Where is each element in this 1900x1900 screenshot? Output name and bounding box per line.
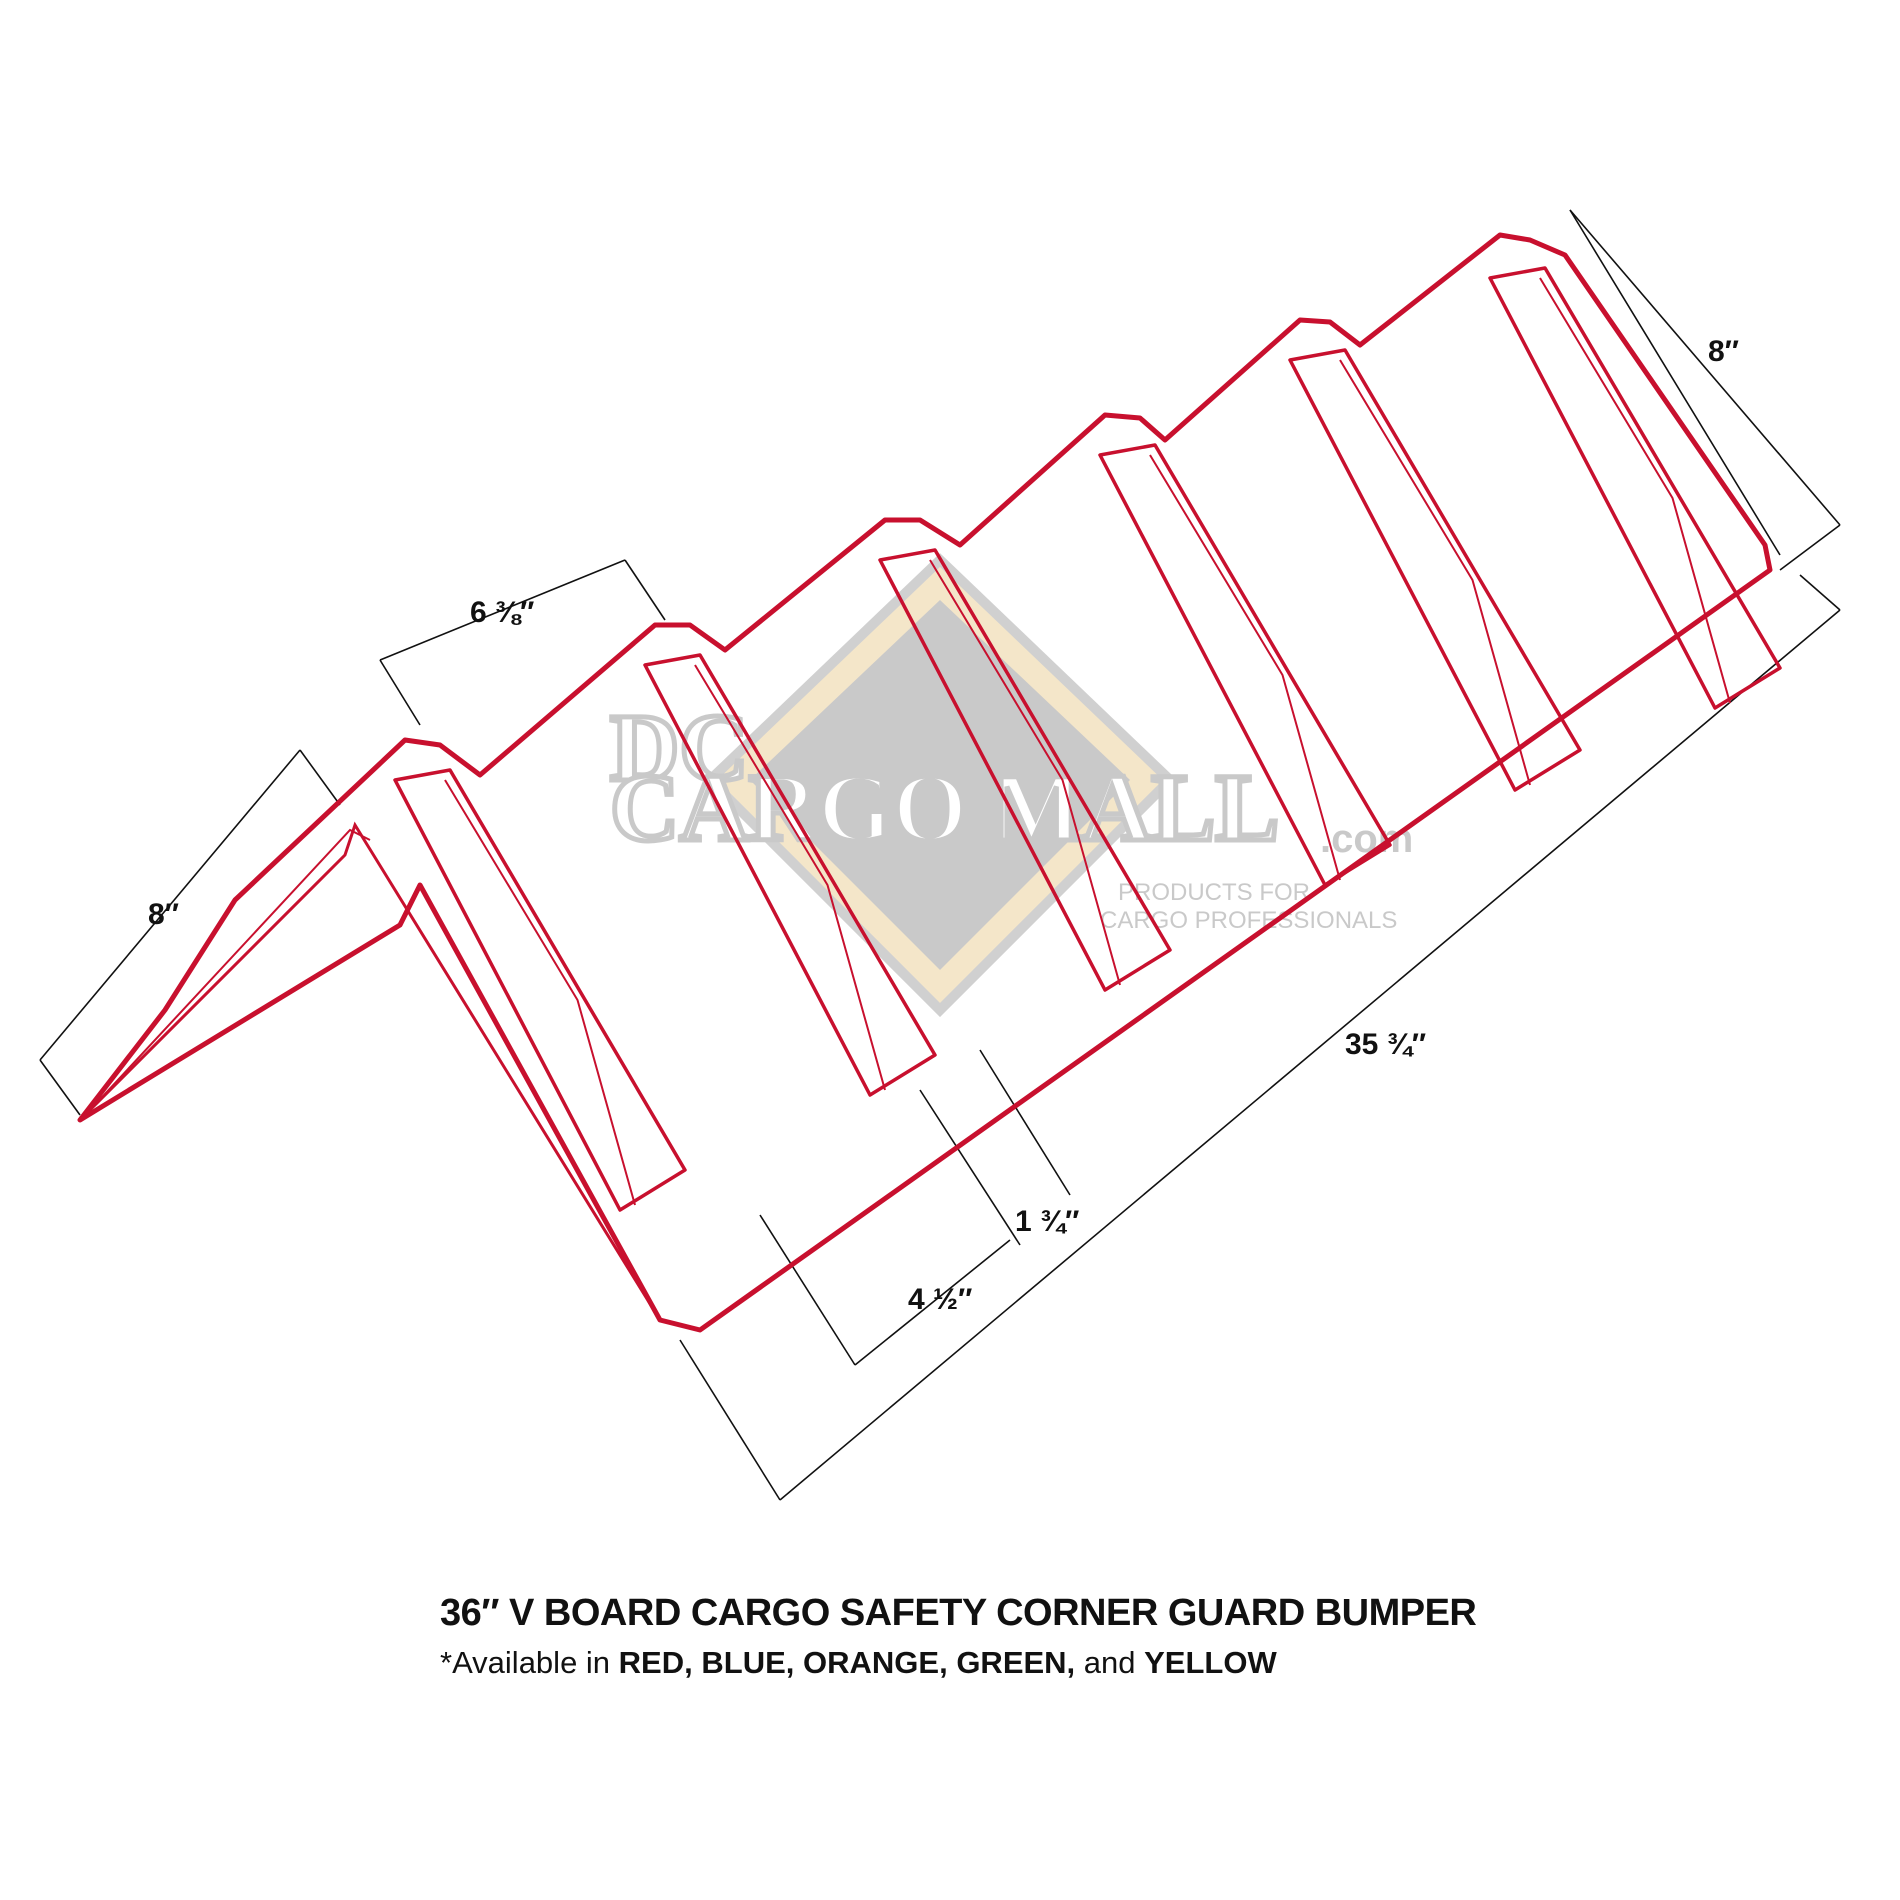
dimension-line [379, 659, 421, 726]
dim-fin-spacing: 6 ⅜″ [470, 596, 535, 629]
dim-fin-depth: 4 ½″ [908, 1283, 973, 1316]
dim-length: 35 ¾″ [1345, 1028, 1427, 1061]
dimension-line [679, 1339, 781, 1501]
dimension-line [854, 1239, 1011, 1366]
watermark-brand-dc: DC [610, 694, 749, 801]
dimension-line [779, 609, 1841, 1501]
dim-left-height: 8″ [148, 898, 180, 931]
color-orange: ORANGE, [803, 1645, 948, 1680]
dimension-line [1779, 524, 1841, 571]
fin-4-crease [1149, 454, 1341, 881]
dimension-line [979, 1049, 1071, 1196]
dimension-line [39, 749, 301, 1061]
dim-right-height: 8″ [1708, 335, 1740, 368]
watermark-diamond [702, 553, 1178, 1018]
watermark-tagline-2: CARGO PROFESSIONALS [1100, 907, 1397, 934]
dim-fin-width: 1 ¾″ [1015, 1205, 1080, 1238]
dimension-line [299, 749, 341, 806]
dimension-line [624, 559, 666, 621]
fin-2-crease [694, 664, 886, 1091]
fin-3-crease [929, 559, 1121, 986]
availability-prefix: *Available in [440, 1645, 619, 1680]
watermark-tread [750, 600, 1130, 970]
v-board-outline [77, 232, 1773, 1333]
v-board-inner-edge [78, 821, 662, 1321]
fin-4-outline [1098, 443, 1392, 887]
v-board-inner-edge [89, 828, 371, 1111]
product-title: 36″ V BOARD CARGO SAFETY CORNER GUARD BU… [440, 1592, 1477, 1634]
fin-1-outline [393, 768, 687, 1212]
availability-note: *Available in RED, BLUE, ORANGE, GREEN, … [440, 1645, 1277, 1681]
fin-1-crease [444, 779, 636, 1206]
watermark-tagline-1: PRODUCTS FOR [1118, 879, 1310, 906]
color-yellow: YELLOW [1144, 1645, 1277, 1680]
dimension-line [1569, 209, 1781, 556]
fin-3-outline [878, 548, 1172, 992]
color-red: RED, [618, 1645, 693, 1680]
dimension-line [759, 1214, 856, 1366]
fin-2-outline [643, 653, 937, 1097]
dimension-line [379, 559, 626, 661]
availability-and: and [1075, 1645, 1145, 1680]
dimension-line [1569, 209, 1841, 526]
fin-5-crease [1339, 359, 1531, 786]
fin-6-crease [1539, 277, 1731, 704]
color-blue: BLUE, [701, 1645, 795, 1680]
dimension-line [919, 1089, 1021, 1246]
dimension-line [39, 1059, 81, 1116]
color-green: GREEN, [956, 1645, 1076, 1680]
dimension-line [1799, 574, 1841, 611]
fin-6-outline [1488, 266, 1782, 710]
fin-5-outline [1288, 348, 1582, 792]
